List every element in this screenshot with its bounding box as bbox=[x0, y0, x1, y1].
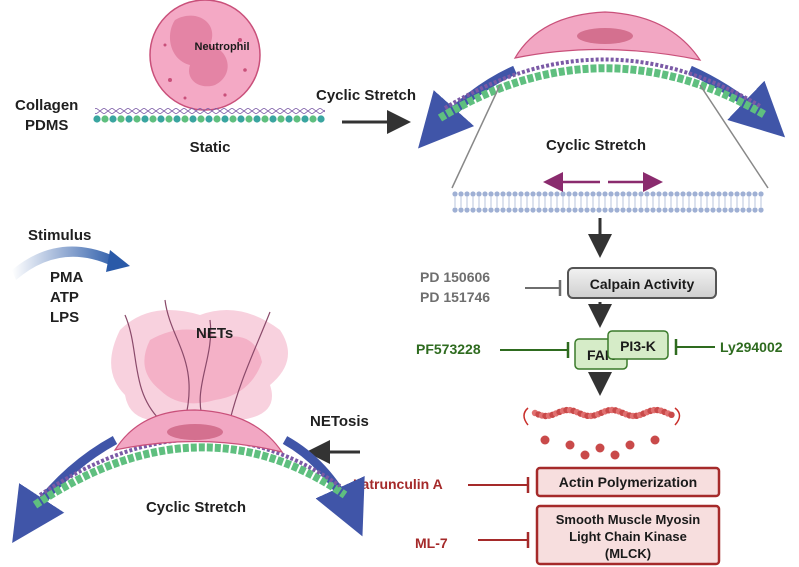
stretch-arrow-right-top bbox=[688, 65, 786, 138]
calpain-label: Calpain Activity bbox=[590, 276, 695, 292]
calpain-inhibitor-1: PD 150606 bbox=[420, 269, 490, 285]
zoom-line-left bbox=[451, 84, 501, 189]
stimulus-arrowhead bbox=[106, 250, 130, 272]
stretched-nucleus-top bbox=[577, 28, 633, 44]
collagen-mesh-static bbox=[95, 108, 325, 114]
pdms-label: PDMS bbox=[25, 117, 68, 134]
stretched-cell-bottom-group: Cyclic Stretch bbox=[12, 409, 365, 544]
netosis-label: NETosis bbox=[310, 413, 369, 430]
neutrophil-nucleus bbox=[170, 15, 228, 87]
actin-polymerization-box: Actin Polymerization bbox=[535, 466, 721, 498]
neutrophil-granules bbox=[163, 38, 247, 100]
collagen-label: Collagen bbox=[15, 97, 78, 114]
zoom-line-right bbox=[699, 84, 769, 189]
cyclic-stretch-bottom-label: Cyclic Stretch bbox=[146, 499, 246, 516]
calpain-inhibitor-2: PD 151746 bbox=[420, 289, 490, 305]
cyclic-stretch-arrow-label: Cyclic Stretch bbox=[316, 87, 416, 104]
stimulus-lps: LPS bbox=[50, 309, 79, 326]
mlck-line-3: (MLCK) bbox=[605, 546, 651, 561]
collagen-arc-top bbox=[443, 57, 762, 110]
pdms-arc-top bbox=[437, 64, 768, 122]
stretch-arrow-left-top bbox=[418, 65, 517, 149]
neutrophil-label: Neutrophil bbox=[195, 41, 250, 53]
stretched-nucleus-bottom bbox=[167, 424, 223, 440]
stimulus-group: Stimulus PMA ATP LPS bbox=[12, 227, 130, 326]
pi3k-box: PI3-K bbox=[607, 330, 669, 360]
fak-inhibitor-label: PF573228 bbox=[416, 341, 481, 357]
pdms-arc-bottom bbox=[32, 443, 348, 509]
stimulus-label: Stimulus bbox=[28, 227, 91, 244]
actin-label: Actin Polymerization bbox=[559, 474, 697, 490]
calpain-box: Calpain Activity bbox=[567, 267, 717, 299]
mlck-inhibitor-label: ML-7 bbox=[415, 535, 448, 551]
stimulus-pma: PMA bbox=[50, 269, 84, 286]
stretch-arrow-left-bottom bbox=[12, 436, 118, 544]
actin-filament bbox=[523, 406, 681, 460]
membrane-lipid-heads bbox=[452, 191, 764, 213]
mlck-line-1: Smooth Muscle Myosin bbox=[556, 512, 701, 527]
nets-cloud: NETs bbox=[111, 299, 288, 430]
stimulus-swoosh bbox=[12, 246, 118, 280]
mlck-box: Smooth Muscle Myosin Light Chain Kinase … bbox=[535, 504, 721, 566]
stimulus-atp: ATP bbox=[50, 289, 79, 306]
static-label: Static bbox=[190, 139, 231, 156]
nets-label: NETs bbox=[196, 325, 233, 342]
cyclic-stretch-top-label: Cyclic Stretch bbox=[546, 137, 646, 154]
stretched-cell-top-group: Cyclic Stretch bbox=[418, 11, 786, 154]
mlck-line-2: Light Chain Kinase bbox=[569, 529, 687, 544]
membrane-bilayer bbox=[452, 172, 768, 214]
actin-inhibitor-label: Latrunculin A bbox=[353, 476, 443, 492]
static-neutrophil-group: Neutrophil Collagen PDMS Static bbox=[15, 0, 325, 156]
pi3k-inhibitor-label: Ly294002 bbox=[720, 339, 783, 355]
pi3k-label: PI3-K bbox=[620, 338, 656, 354]
stretch-arrow-right-bottom bbox=[282, 436, 365, 537]
pdms-beads-static bbox=[93, 115, 325, 123]
